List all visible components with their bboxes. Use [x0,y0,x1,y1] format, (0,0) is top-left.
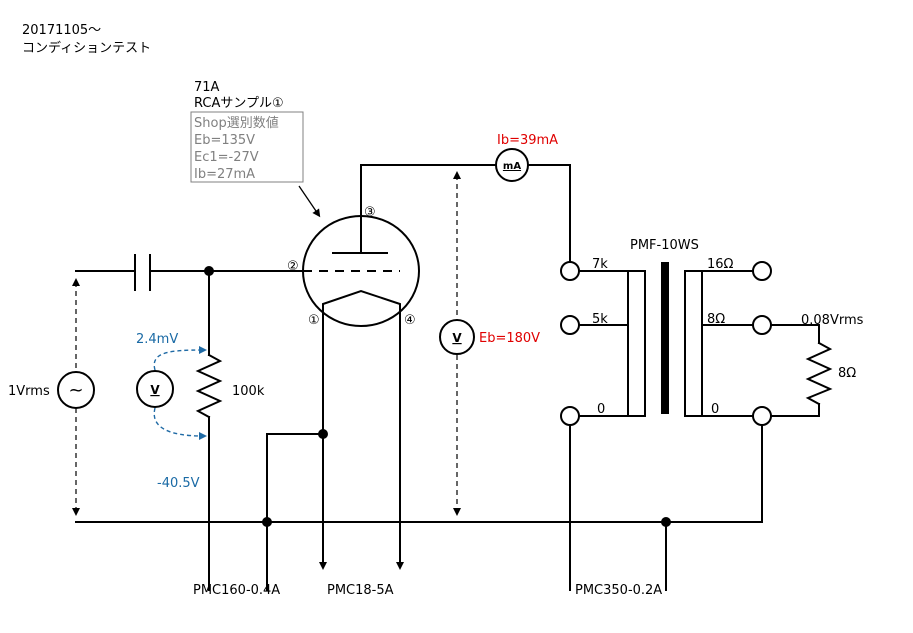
plate-current-value: Ib=39mA [497,133,558,148]
ac-source-circle [57,371,95,409]
grid-voltage-bottom: -40.5V [157,476,200,491]
primary-winding [627,270,646,417]
plate-voltmeter [439,319,475,355]
pin-grid-label: ② [287,259,299,274]
shop-values-box [190,111,304,183]
grid-voltmeter-symbol: V [150,383,160,397]
grid-probe-bottom [153,407,207,440]
pin-filament-1-label: ① [308,313,320,328]
grid-probe-top [153,346,207,371]
tap-16ohm-label: 16Ω [707,257,734,272]
terminal-0-secondary [752,406,772,426]
load-resistor [805,341,833,406]
output-voltage-label: 0.08Vrms [801,313,864,328]
terminal-16ohm [752,261,772,281]
terminal-8ohm [752,315,772,335]
tap-0-primary-label: 0 [597,402,605,417]
ground-junction-dot-left [262,517,272,527]
grid-resistor [195,353,223,419]
tube-filament [322,289,401,312]
plate-supply-label: PMC350-0.2A [575,583,662,598]
shop-values-title: Shop選別数値 [194,115,279,131]
filament-bias-wire [266,433,324,591]
ac-source-symbol: ~ [68,380,83,401]
transformer-core [661,262,669,414]
plate-voltmeter-symbol: V [452,331,462,345]
load-wire-top [770,324,820,344]
filament-bias-supply-label: PMC160-0.4A [193,583,280,598]
terminal-5k [560,315,580,335]
tap-8ohm-label: 8Ω [707,312,725,327]
pin-plate-label: ③ [364,205,376,220]
plate-wire-to-transformer [527,164,571,263]
terminal-7k [560,261,580,281]
test-title: コンディションテスト [22,40,151,56]
pin-filament-4-label: ④ [404,313,416,328]
shop-eb-value: Eb=135V [194,133,255,148]
grid-voltmeter [136,370,174,408]
grid-voltage-top: 2.4mV [136,332,178,347]
load-label: 8Ω [838,366,856,381]
tap-0-secondary-label: 0 [711,402,719,417]
tap-7k-label: 7k [592,257,608,272]
plate-ammeter-symbol: mA [503,161,521,172]
plate-voltage-value: Eb=180V [479,331,540,346]
secondary-winding [684,270,703,417]
info-pointer-arrow [298,185,321,218]
source-label: 1Vrms [8,384,50,399]
shop-ib-value: Ib=27mA [194,167,255,182]
tube-sample-label: RCAサンプル① [194,96,284,111]
terminal-0-primary [560,406,580,426]
resistor-label: 100k [232,384,265,399]
date-label: 20171105〜 [22,23,101,38]
transformer-name: PMF-10WS [630,238,699,253]
load-wire-bottom [770,403,820,417]
shop-ec1-value: Ec1=-27V [194,150,259,165]
tap-5k-label: 5k [592,312,608,327]
tube-type-label: 71A [194,80,220,95]
filament-supply-label: PMC18-5A [327,583,394,598]
